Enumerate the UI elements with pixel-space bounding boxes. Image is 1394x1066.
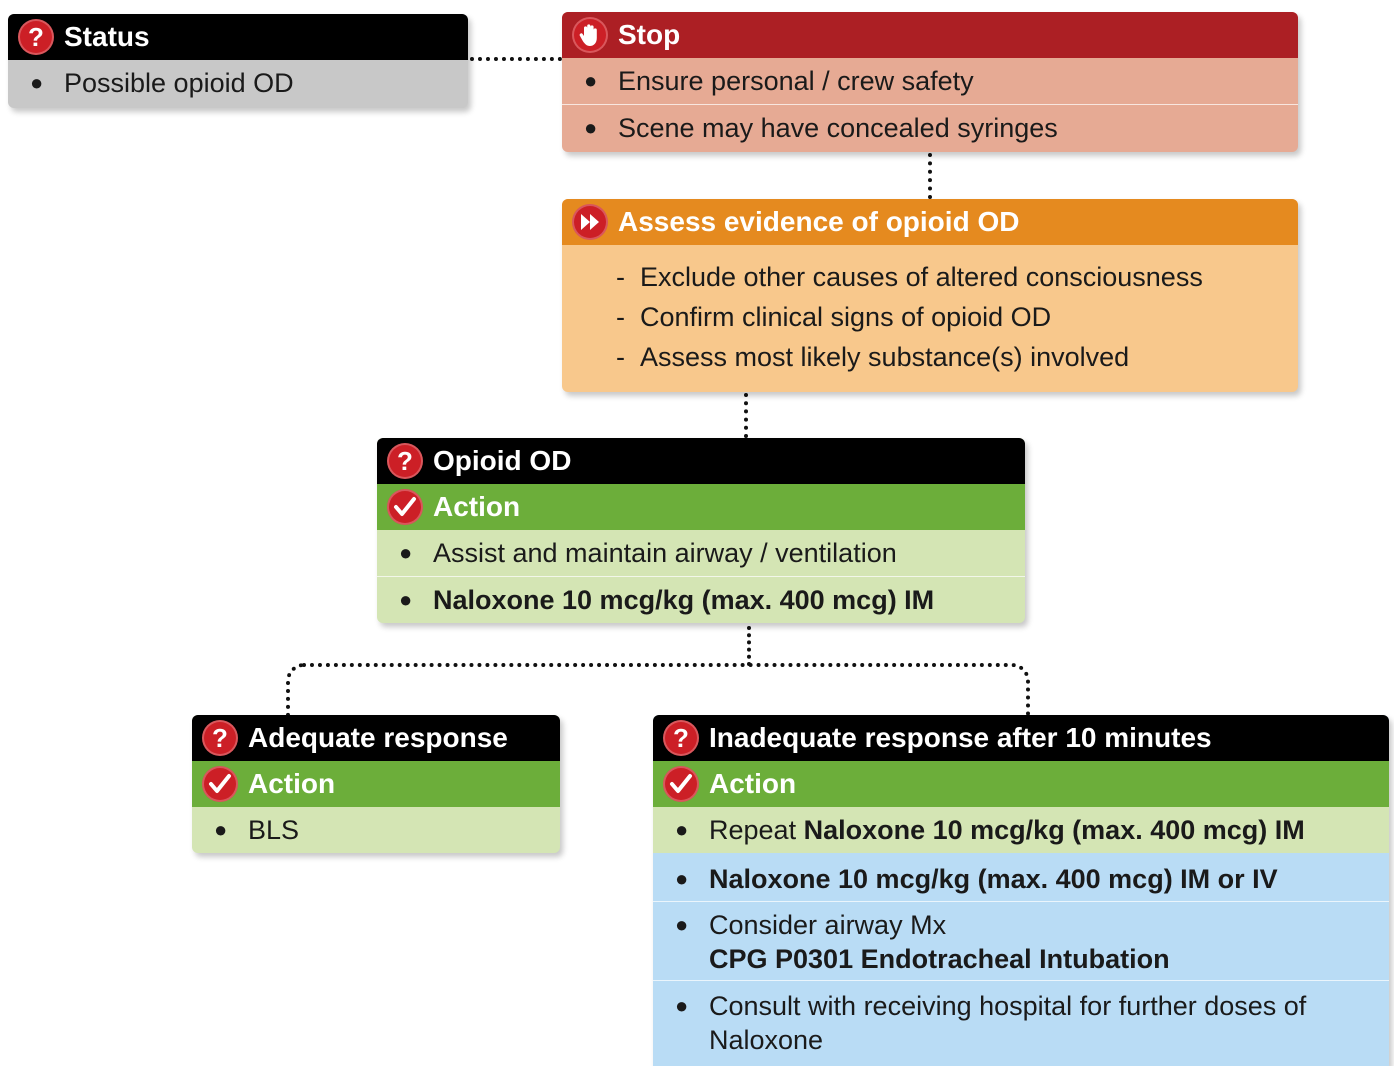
hand-stop-icon bbox=[572, 17, 608, 53]
stop-box: Stop ● Ensure personal / crew safety ● S… bbox=[562, 12, 1298, 152]
inadequate-title: Inadequate response after 10 minutes bbox=[709, 722, 1212, 753]
status-box: ? Status ● Possible opioid OD bbox=[8, 14, 468, 108]
bullet-icon: ● bbox=[584, 115, 598, 140]
assess-item: - Assess most likely substance(s) involv… bbox=[616, 342, 1130, 372]
checkmark-icon bbox=[202, 766, 238, 802]
status-item: ● Possible opioid OD bbox=[30, 68, 294, 98]
opioid-od-item: ● Assist and maintain airway / ventilati… bbox=[399, 538, 897, 568]
connector-stop-assess bbox=[928, 153, 932, 199]
stop-item: ● Scene may have concealed syringes bbox=[562, 104, 1298, 151]
stop-title: Stop bbox=[618, 19, 681, 50]
opioid-od-action-label: Action bbox=[433, 491, 521, 522]
inadequate-repeat-item: ● Repeat Naloxone 10 mcg/kg (max. 400 mc… bbox=[653, 807, 1389, 853]
adequate-title: Adequate response bbox=[248, 722, 508, 753]
assess-item: - Exclude other causes of altered consci… bbox=[616, 262, 1203, 292]
bullet-icon: ● bbox=[675, 817, 689, 842]
bullet-icon: ● bbox=[584, 68, 598, 93]
cpg-reference: CPG P0301 Endotracheal Intubation bbox=[709, 944, 1170, 974]
opioid-od-box: ? Opioid OD Action ● Assist and maintain… bbox=[377, 438, 1025, 623]
bullet-icon: ● bbox=[675, 912, 689, 937]
inadequate-consult-item: ● Consult with receiving hospital for fu… bbox=[653, 980, 1389, 1063]
inadequate-airway-item: ● Consider airway Mx CPG P0301 Endotrach… bbox=[653, 901, 1389, 980]
bullet-icon: ● bbox=[30, 70, 44, 95]
inadequate-header: ? Inadequate response after 10 minutes bbox=[653, 715, 1389, 761]
opioid-od-title: Opioid OD bbox=[433, 445, 572, 476]
adequate-action-header: Action bbox=[192, 761, 560, 807]
opioid-od-action-header: Action bbox=[377, 484, 1025, 530]
adequate-header: ? Adequate response bbox=[192, 715, 560, 761]
connector-branch-horizontal bbox=[286, 663, 1030, 719]
stop-item: ● Ensure personal / crew safety bbox=[584, 66, 974, 96]
question-icon: ? bbox=[202, 720, 238, 756]
assess-item: - Confirm clinical signs of opioid OD bbox=[616, 302, 1052, 332]
checkmark-icon bbox=[387, 489, 423, 525]
inadequate-action-label: Action bbox=[709, 768, 797, 799]
bullet-icon: ● bbox=[214, 817, 228, 842]
adequate-response-box: ? Adequate response Action ● BLS bbox=[192, 715, 560, 853]
question-icon: ? bbox=[387, 443, 423, 479]
status-header: ? Status bbox=[8, 14, 468, 60]
fast-forward-icon bbox=[572, 204, 608, 240]
status-title: Status bbox=[64, 21, 150, 52]
question-icon: ? bbox=[18, 19, 54, 55]
stop-header: Stop bbox=[562, 12, 1298, 58]
inadequate-response-box: ? Inadequate response after 10 minutes A… bbox=[653, 715, 1389, 1066]
bullet-icon: ● bbox=[399, 587, 413, 612]
assess-box: Assess evidence of opioid OD - Exclude o… bbox=[562, 199, 1298, 392]
inadequate-naloxone-item: ● Naloxone 10 mcg/kg (max. 400 mcg) IM o… bbox=[675, 864, 1278, 894]
opioid-od-header: ? Opioid OD bbox=[377, 438, 1025, 484]
checkmark-icon bbox=[663, 766, 699, 802]
assess-title: Assess evidence of opioid OD bbox=[618, 206, 1020, 237]
assess-header: Assess evidence of opioid OD bbox=[562, 199, 1298, 245]
question-icon: ? bbox=[663, 720, 699, 756]
bullet-icon: ● bbox=[675, 993, 689, 1018]
adequate-action-label: Action bbox=[248, 768, 336, 799]
bullet-icon: ● bbox=[675, 866, 689, 891]
inadequate-action-header: Action bbox=[653, 761, 1389, 807]
connector-opioid-branch bbox=[747, 626, 751, 666]
connector-status-stop bbox=[470, 57, 562, 61]
bullet-icon: ● bbox=[399, 540, 413, 565]
opioid-od-item: ● Naloxone 10 mcg/kg (max. 400 mcg) IM bbox=[377, 576, 1025, 623]
adequate-item: ● BLS bbox=[214, 815, 300, 845]
connector-assess-opioid bbox=[744, 393, 748, 438]
